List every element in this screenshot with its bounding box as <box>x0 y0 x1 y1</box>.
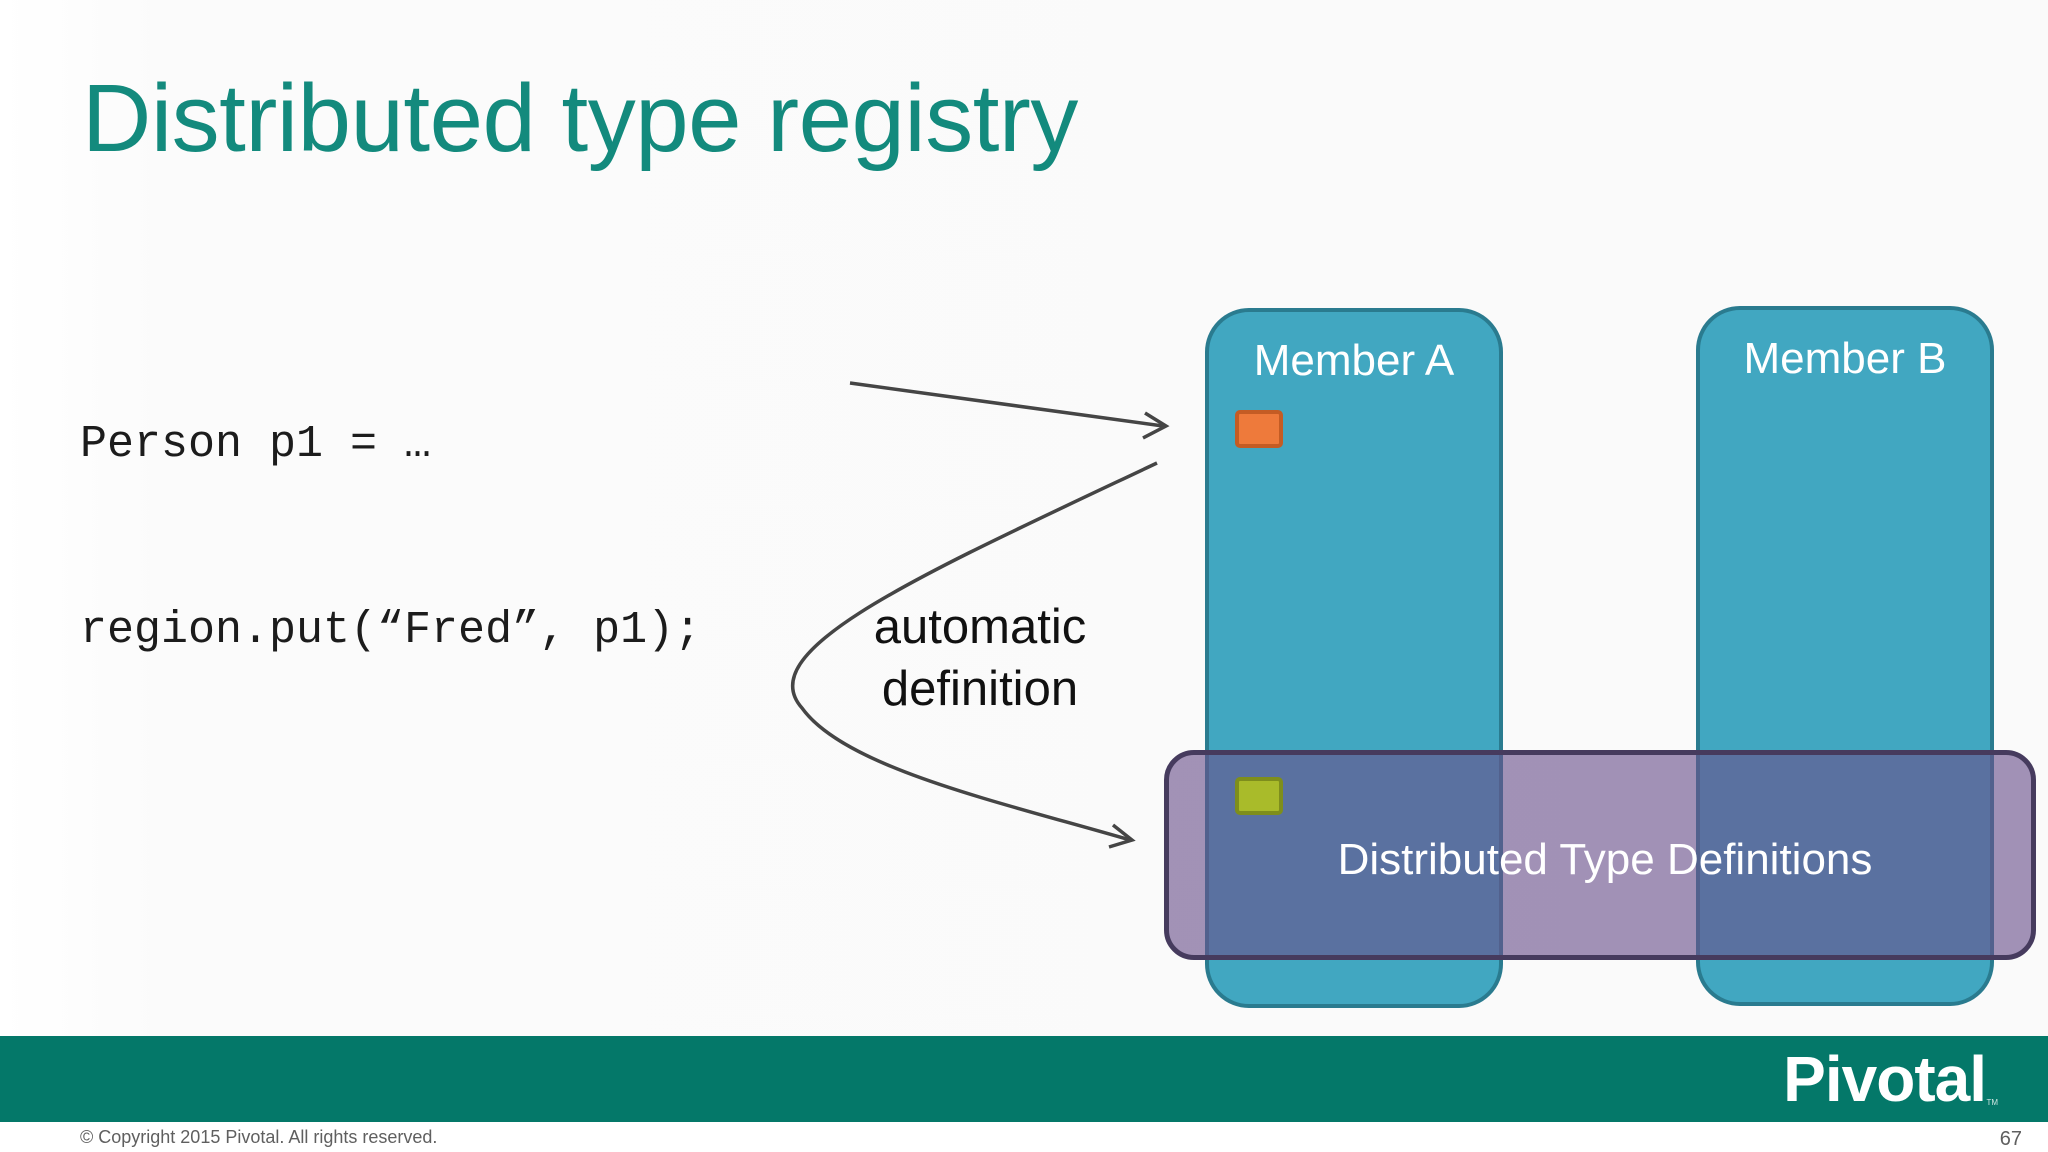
distributed-type-definitions-label: Distributed Type Definitions <box>1337 835 1873 884</box>
distributed-type-definitions-box: Distributed Type Definitions <box>1164 750 2036 960</box>
code-snippet: Person p1 = … region.put(“Fred”, p1); <box>80 290 701 724</box>
put-arrowhead-icon <box>1142 411 1170 440</box>
automatic-label-line-1: automatic <box>873 600 1087 654</box>
member-a-label: Member A <box>1253 336 1455 385</box>
automatic-definition-label: automatic definition <box>860 596 1100 720</box>
type-definition-marker-icon <box>1235 777 1283 815</box>
code-line-1: Person p1 = … <box>80 419 432 470</box>
page-number: 67 <box>1999 1128 2022 1150</box>
footer-bar: Pivotal TM <box>0 1036 2048 1122</box>
slide-title: Distributed type registry <box>82 65 1078 172</box>
code-line-2: region.put(“Fred”, p1); <box>80 605 702 656</box>
automatic-definition-curve <box>790 461 1158 842</box>
pivotal-logo: Pivotal <box>1783 1043 1987 1115</box>
trademark-mark: TM <box>1986 1098 1998 1107</box>
member-b-label: Member B <box>1743 334 1947 383</box>
put-arrow <box>849 381 1164 428</box>
object-marker-icon <box>1235 410 1283 448</box>
copyright-notice: © Copyright 2015 Pivotal. All rights res… <box>80 1127 438 1147</box>
automatic-label-line-2: definition <box>881 662 1079 716</box>
automatic-definition-arrowhead-icon <box>1108 823 1136 849</box>
